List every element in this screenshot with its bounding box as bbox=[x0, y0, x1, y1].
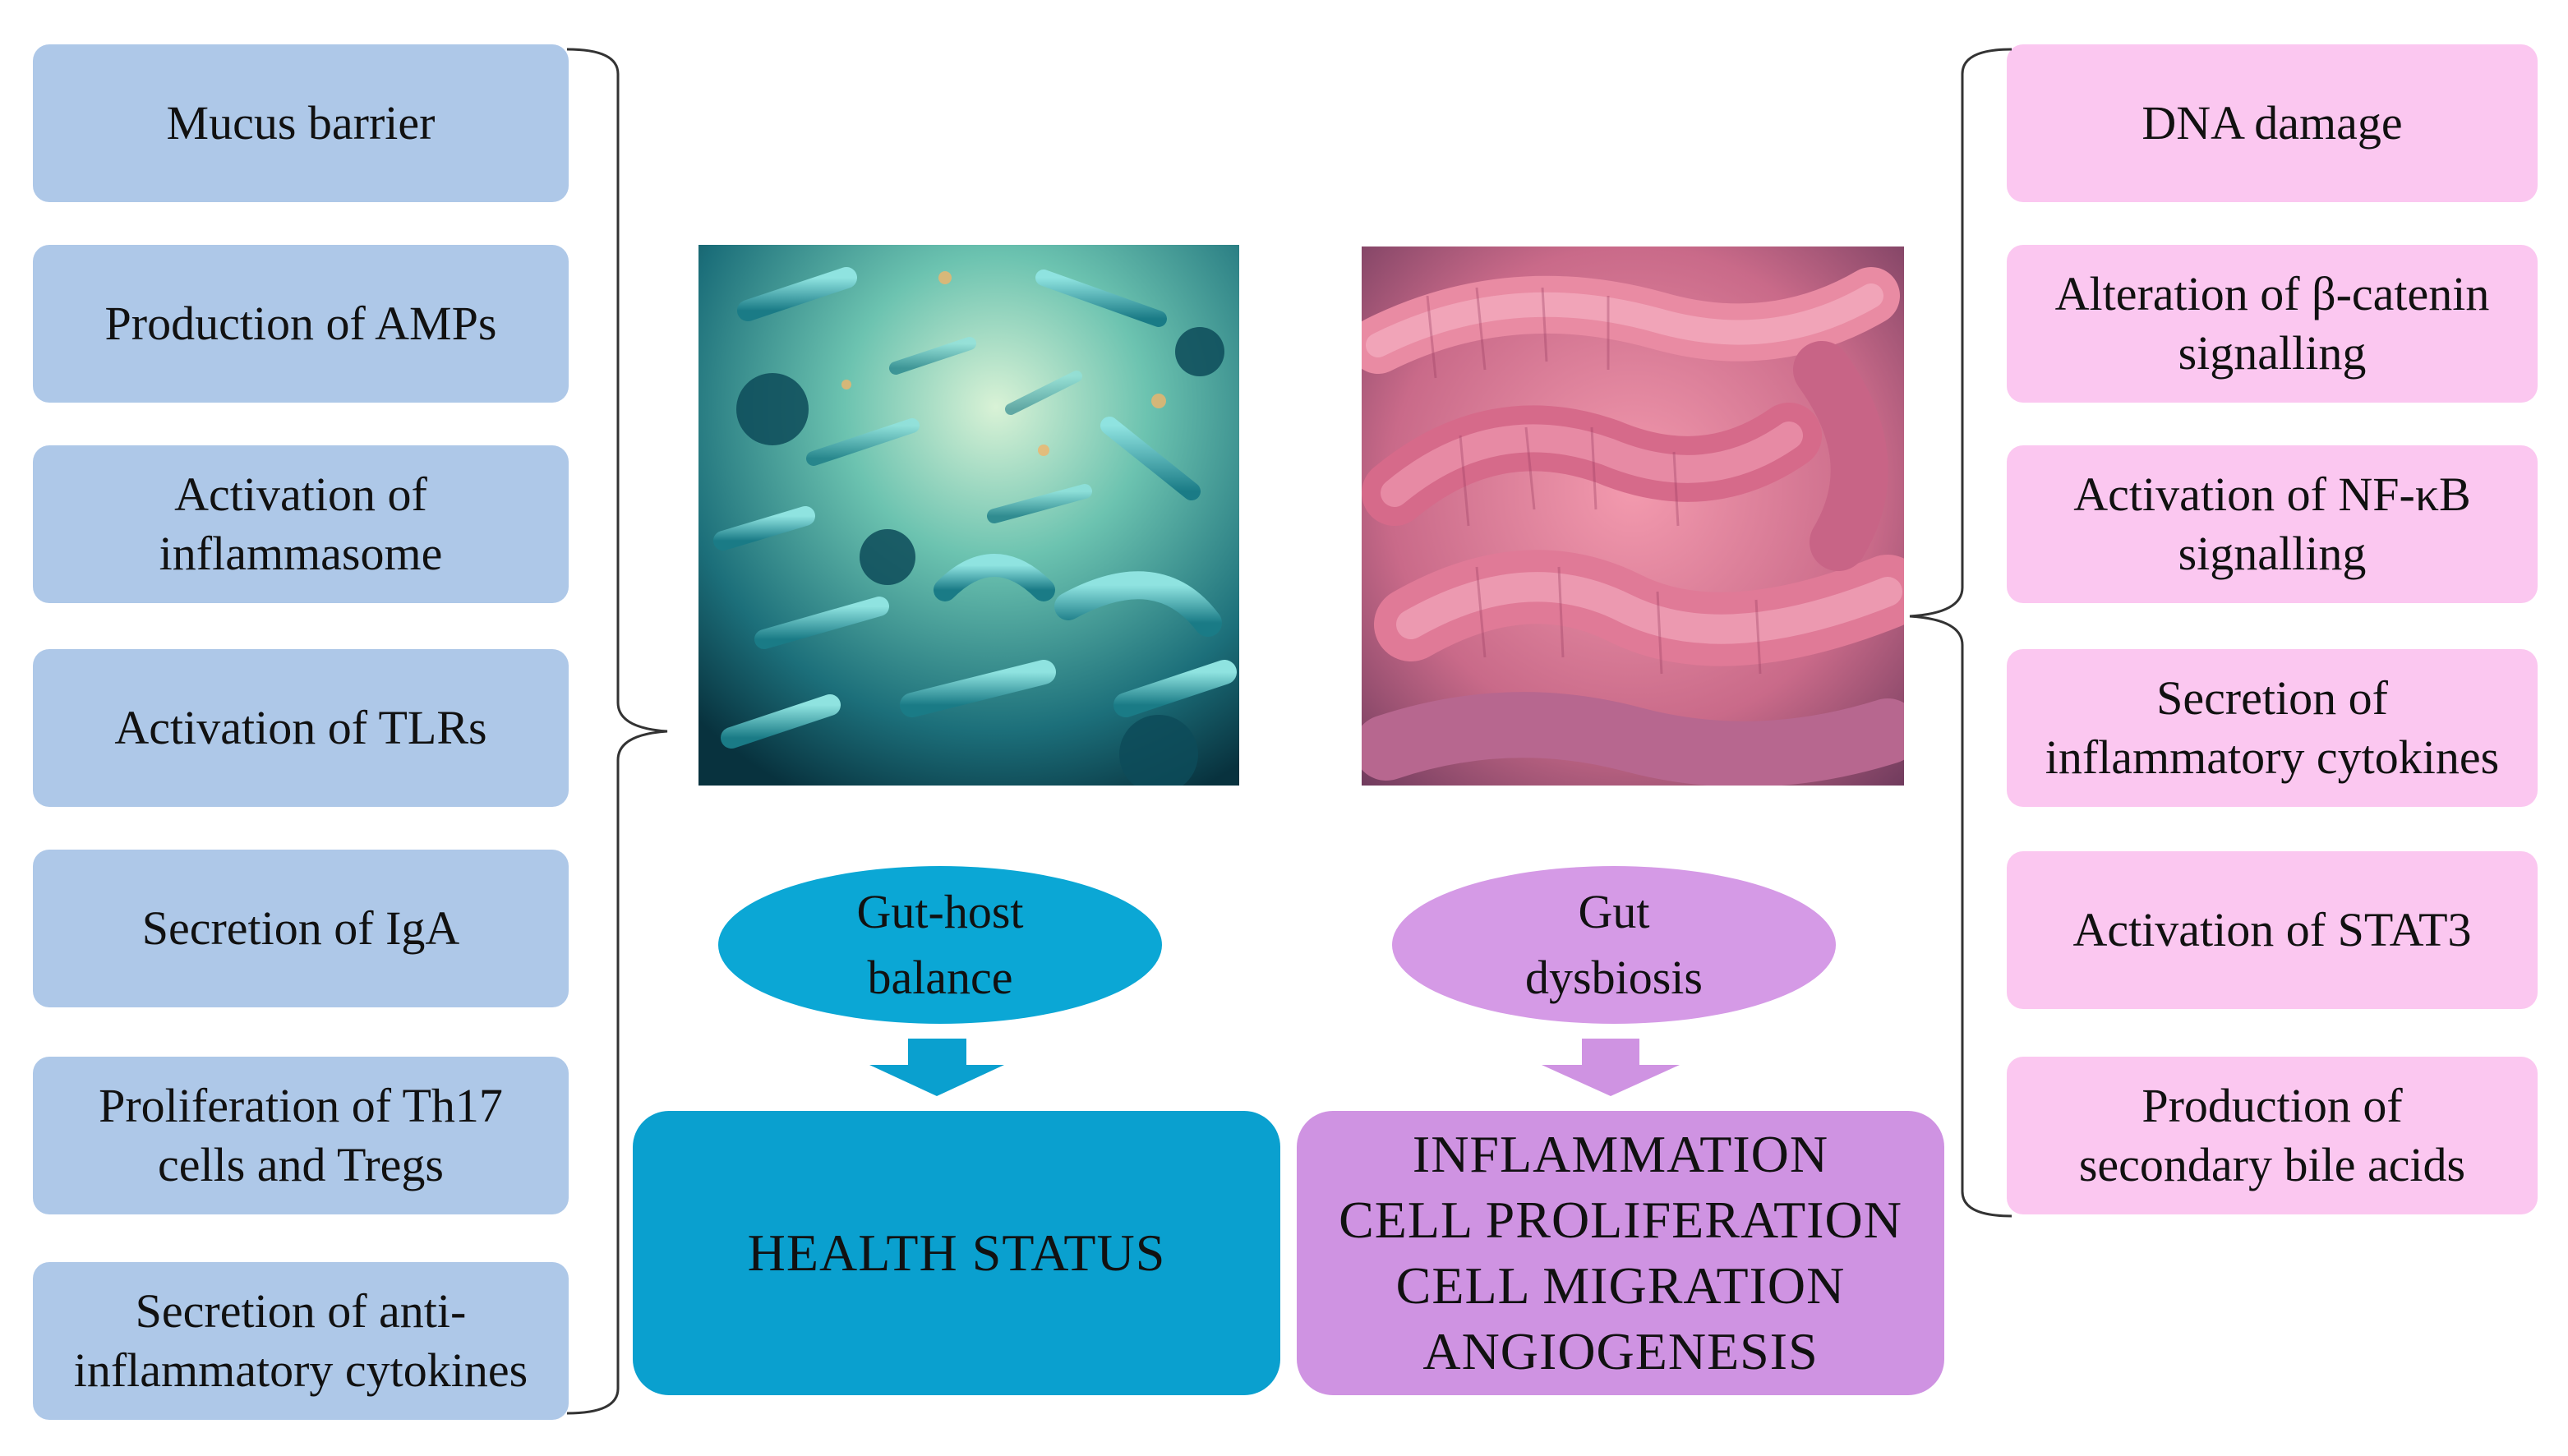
right-factor-dna-damage: DNA damage bbox=[2007, 44, 2538, 202]
gut-dysbiosis-line-2: dysbiosis bbox=[1525, 951, 1703, 1004]
left-bracket bbox=[566, 48, 668, 1415]
outcome-cell-migration: CELL MIGRATION bbox=[1395, 1256, 1846, 1315]
right-bracket bbox=[1909, 48, 2012, 1218]
dysbiosis-down-arrow bbox=[1542, 1039, 1680, 1096]
healthy-bacteria-image bbox=[698, 245, 1239, 786]
gut-host-balance-line-1: Gut-host bbox=[856, 885, 1024, 938]
gut-host-balance-ellipse: Gut-host balance bbox=[718, 866, 1162, 1024]
dysbiosis-gut-image bbox=[1362, 247, 1904, 786]
health-status-box: HEALTH STATUS bbox=[633, 1111, 1280, 1395]
outcome-inflammation: INFLAMMATION bbox=[1412, 1125, 1829, 1183]
health-status-label: HEALTH STATUS bbox=[747, 1223, 1166, 1282]
left-factor-mucus-barrier: Mucus barrier bbox=[33, 44, 569, 202]
right-factor-stat3: Activation of STAT3 bbox=[2007, 851, 2538, 1009]
left-factor-anti-inflammatory: Secretion of anti-inflammatory cytokines bbox=[33, 1262, 569, 1420]
gut-dysbiosis-line-1: Gut bbox=[1578, 885, 1650, 938]
left-factor-amps: Production of AMPs bbox=[33, 245, 569, 403]
gut-host-balance-line-2: balance bbox=[867, 951, 1013, 1004]
left-factor-iga: Secretion of IgA bbox=[33, 850, 569, 1007]
left-factor-tlrs: Activation of TLRs bbox=[33, 649, 569, 807]
healthy-down-arrow bbox=[869, 1039, 1004, 1096]
outcome-cell-proliferation: CELL PROLIFERATION bbox=[1339, 1191, 1902, 1249]
dysbiosis-outcome-box: INFLAMMATION CELL PROLIFERATION CELL MIG… bbox=[1297, 1111, 1944, 1395]
gut-dysbiosis-ellipse: Gut dysbiosis bbox=[1392, 866, 1836, 1024]
outcome-angiogenesis: ANGIOGENESIS bbox=[1422, 1322, 1819, 1380]
